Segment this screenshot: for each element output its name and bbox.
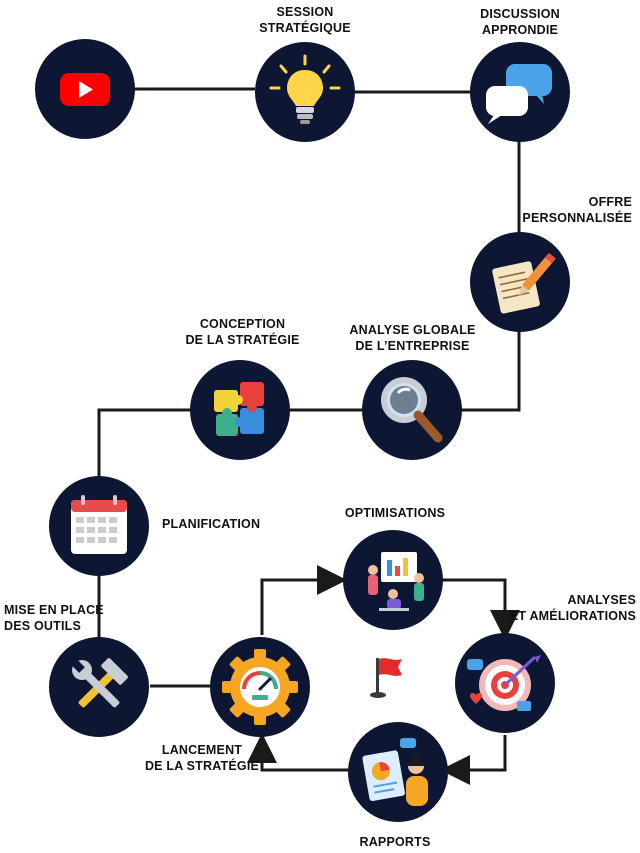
label-analyse-line-2: DE L’ENTREPRISE: [355, 339, 470, 353]
step-ameliorations-node[interactable]: [455, 633, 555, 733]
step-lancement-node[interactable]: [210, 637, 310, 737]
step-discussion-node[interactable]: [470, 42, 570, 142]
step-youtube-node[interactable]: [35, 39, 135, 139]
team-board-icon: [368, 552, 424, 611]
youtube-icon: [60, 73, 110, 106]
speech-bubbles-icon: [486, 64, 552, 124]
label-offre-line-2: PERSONNALISÉE: [522, 211, 632, 225]
label-rapports-line-1: RAPPORTS: [359, 835, 431, 849]
connector-9: [260, 565, 347, 635]
label-offre-line-1: OFFRE: [588, 195, 632, 209]
label-discussion: DISCUSSION APPRONDIE: [460, 6, 580, 38]
label-optimisations: OPTIMISATIONS: [335, 505, 455, 521]
label-offre: OFFRE PERSONNALISÉE: [480, 194, 632, 226]
red-flag-icon: [370, 658, 402, 698]
step-offre-node[interactable]: [470, 232, 570, 332]
label-outils: MISE EN PLACE DES OUTILS: [4, 602, 114, 634]
label-optimisations-line-1: OPTIMISATIONS: [344, 506, 446, 520]
label-session-line-1: SESSION: [276, 5, 334, 19]
step-rapports-node[interactable]: [348, 722, 448, 822]
label-conception-line-1: CONCEPTION: [199, 317, 286, 331]
connector-11: [440, 735, 507, 785]
calendar-icon: [71, 495, 127, 554]
label-outils-line-1: MISE EN PLACE: [4, 603, 104, 617]
label-ameliorations-line-2: ET AMÉLIORATIONS: [509, 609, 636, 623]
label-ameliorations-line-1: ANALYSES: [567, 593, 636, 607]
label-analyse: ANALYSE GLOBALE DE L’ENTREPRISE: [345, 322, 480, 354]
label-lancement-line-2: DE LA STRATÉGIE: [144, 759, 260, 773]
label-rapports: RAPPORTS: [345, 834, 445, 850]
label-session-line-2: STRATÉGIQUE: [259, 21, 351, 35]
label-lancement-line-1: LANCEMENT: [161, 743, 243, 757]
connector-10: [442, 578, 520, 640]
step-session-node[interactable]: [255, 42, 355, 142]
label-lancement: LANCEMENT DE LA STRATÉGIE: [142, 742, 262, 774]
lightbulb-icon: [269, 54, 341, 124]
label-analyse-line-1: ANALYSE GLOBALE: [349, 323, 476, 337]
magnifying-glass-icon: [381, 377, 443, 443]
label-conception: CONCEPTION DE LA STRATÉGIE: [180, 316, 305, 348]
label-planification: PLANIFICATION: [162, 516, 282, 532]
hammer-wrench-icon: [72, 658, 128, 708]
label-outils-line-2: DES OUTILS: [4, 619, 82, 633]
document-pen-icon: [492, 252, 556, 314]
label-planification-line-1: PLANIFICATION: [162, 517, 261, 531]
label-discussion-line-2: APPRONDIE: [481, 23, 559, 37]
step-analyse-node[interactable]: [362, 360, 462, 460]
report-person-icon: [362, 738, 428, 806]
label-conception-line-2: DE LA STRATÉGIE: [185, 333, 300, 347]
connector-6: [97, 408, 192, 480]
step-outils-node[interactable]: [49, 637, 149, 737]
label-discussion-line-1: DISCUSSION: [480, 7, 560, 21]
step-planification-node[interactable]: [49, 476, 149, 576]
puzzle-icon: [214, 382, 264, 436]
connector-4: [460, 330, 521, 412]
connector-12: [247, 733, 350, 772]
label-ameliorations: ANALYSES ET AMÉLIORATIONS: [500, 592, 636, 624]
step-conception-node[interactable]: [190, 360, 290, 460]
label-session: SESSION STRATÉGIQUE: [250, 4, 360, 36]
step-optimisations-node[interactable]: [343, 530, 443, 630]
target-icon: [467, 655, 541, 711]
gear-gauge-icon: [222, 649, 298, 725]
